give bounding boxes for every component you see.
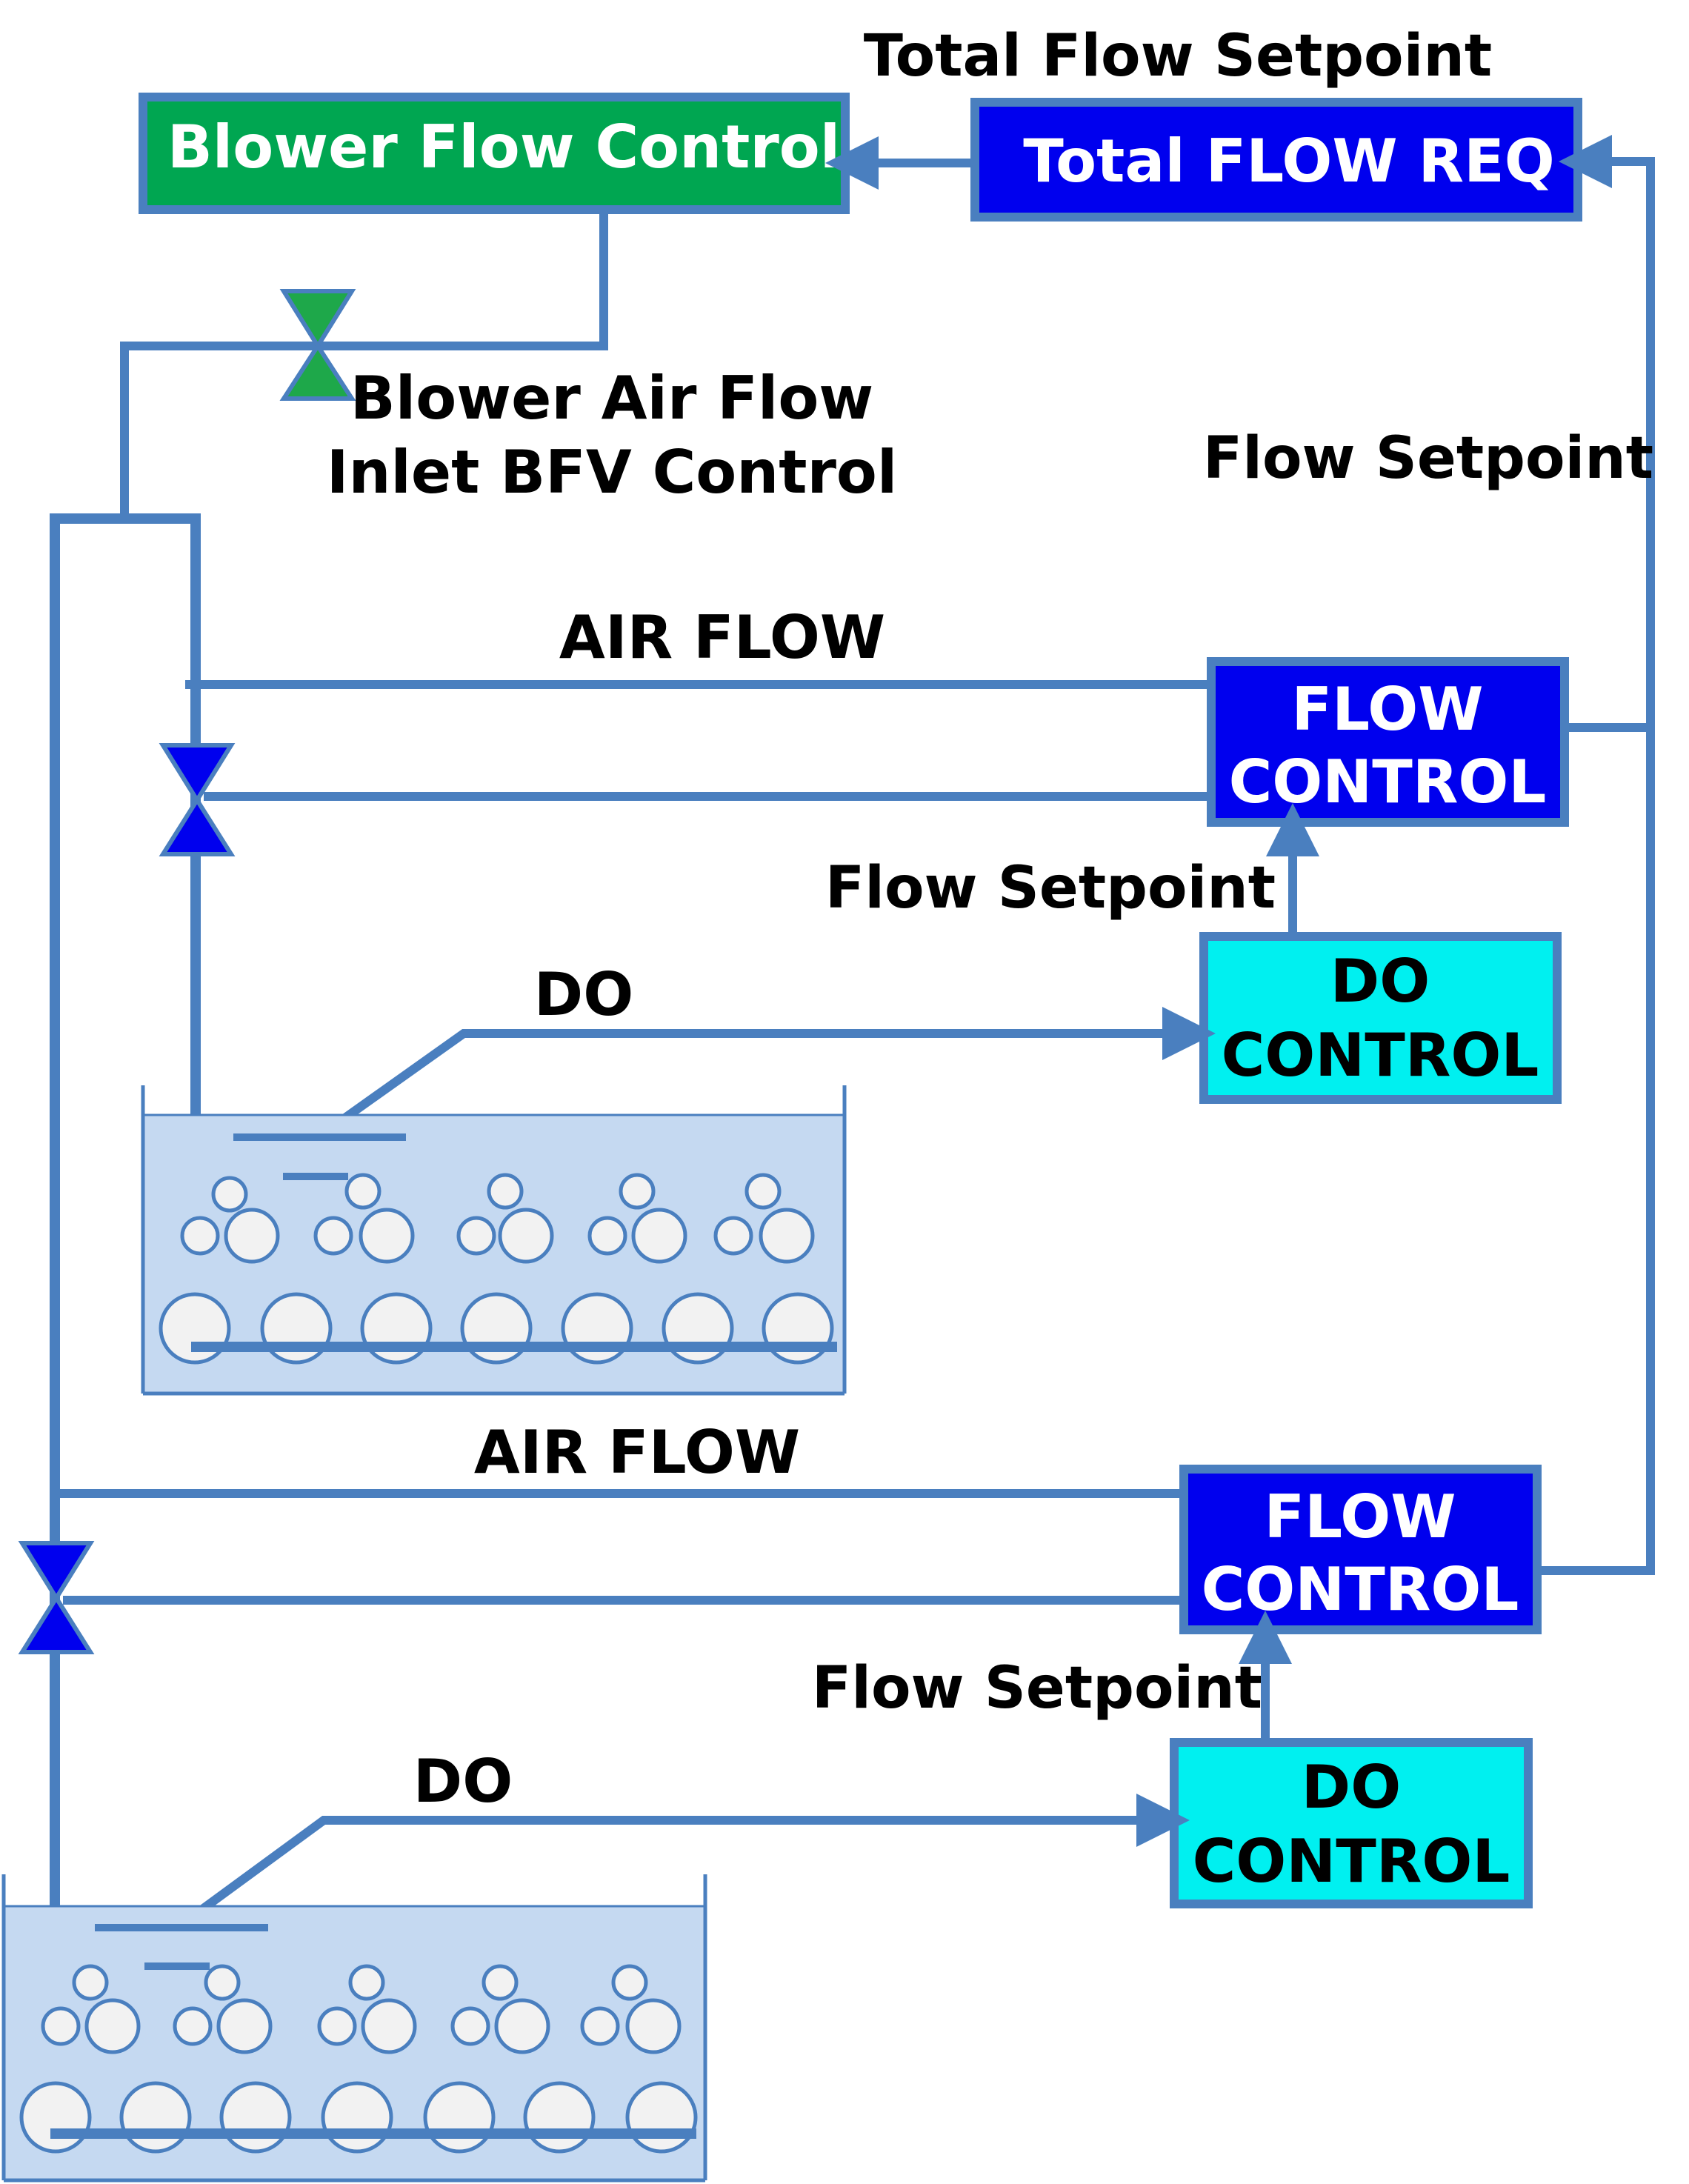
total-flow-req-box: Total FLOW REQ <box>970 98 1582 222</box>
air-bubble <box>313 1216 353 1256</box>
air-bubble <box>487 1173 524 1210</box>
air-bubble <box>180 1216 220 1256</box>
air-bubble <box>224 1208 280 1264</box>
air-bubble <box>72 1964 109 2001</box>
air-bubble <box>580 2006 620 2046</box>
zone1-do-control-line1: DO <box>1330 947 1430 1016</box>
inlet-bfv-control-label: Inlet BFV Control <box>327 438 898 507</box>
air-bubble <box>361 1998 417 2054</box>
zone1-flow-setpoint-label: Flow Setpoint <box>825 855 1276 922</box>
air-bubble <box>260 1292 333 1365</box>
blower-air-flow-label: Blower Air Flow <box>350 364 873 433</box>
blower-flow-control-box: Blower Flow Control <box>139 93 850 214</box>
air-bubble <box>762 1292 834 1365</box>
zone2-do-label: DO <box>413 1747 513 1816</box>
blower-inlet-valve-icon <box>279 289 356 401</box>
air-bubble <box>759 1208 815 1264</box>
air-bubble <box>494 1998 550 2054</box>
air-bubble <box>41 2006 81 2046</box>
air-bubble <box>204 1964 241 2001</box>
air-bubble <box>19 2081 92 2154</box>
air-bubble <box>625 1998 682 2054</box>
zone1-air-valve-icon <box>159 743 236 856</box>
zone1-flow-control-line2: CONTROL <box>1229 748 1547 816</box>
air-bubble <box>482 1964 519 2001</box>
air-bubble <box>619 1173 656 1210</box>
air-bubble <box>456 1216 496 1256</box>
air-bubble <box>611 1964 648 2001</box>
air-bubble <box>450 2006 490 2046</box>
air-bubble <box>423 2081 496 2154</box>
total-flow-req-label: Total FLOW REQ <box>1023 127 1555 196</box>
air-bubble <box>84 1998 141 2054</box>
zone1-do-label: DO <box>534 960 633 1029</box>
air-bubble <box>662 1292 734 1365</box>
total-flow-setpoint-label: Total Flow Setpoint <box>864 23 1492 90</box>
air-bubble <box>587 1216 627 1256</box>
air-bubble <box>561 1292 633 1365</box>
air-bubble <box>159 1292 231 1365</box>
zone2-do-control-line2: CONTROL <box>1193 1827 1510 1896</box>
air-bubble <box>317 2006 357 2046</box>
zone1-flow-control-box: FLOW CONTROL <box>1207 657 1569 827</box>
zone2-flow-control-line1: FLOW <box>1264 1482 1456 1551</box>
air-bubble <box>631 1208 687 1264</box>
air-bubble <box>360 1292 433 1365</box>
zone2-do-control-box: DO CONTROL <box>1170 1738 1533 1908</box>
zone2-flow-control-box: FLOW CONTROL <box>1179 1465 1542 1634</box>
zone2-air-valve-icon <box>18 1541 95 1654</box>
zone2-flow-setpoint-label: Flow Setpoint <box>812 1655 1262 1722</box>
air-bubble <box>173 2006 213 2046</box>
zone1-flow-control-line1: FLOW <box>1291 675 1483 744</box>
air-bubble <box>460 1292 533 1365</box>
flow-setpoint-main-label: Flow Setpoint <box>1203 425 1653 492</box>
air-bubble <box>219 2081 292 2154</box>
zone2-air-flow-label: AIR FLOW <box>474 1418 800 1487</box>
air-bubble <box>359 1208 415 1264</box>
air-header-pipe <box>50 513 201 2134</box>
air-bubble <box>321 2081 393 2154</box>
air-bubble <box>119 2081 192 2154</box>
zone1-do-control-box: DO CONTROL <box>1199 932 1562 1104</box>
air-bubble <box>523 2081 596 2154</box>
zone1-do-signal <box>310 1007 1216 1145</box>
zone2-do-signal <box>171 1794 1190 1934</box>
zone1-air-flow-label: AIR FLOW <box>559 603 885 672</box>
zone2-flow-control-line2: CONTROL <box>1202 1555 1519 1624</box>
zone2-do-control-line1: DO <box>1302 1753 1401 1822</box>
air-bubble <box>216 1998 273 2054</box>
air-bubble <box>498 1208 554 1264</box>
air-bubble <box>344 1173 382 1210</box>
air-bubble <box>744 1173 782 1210</box>
air-bubble <box>713 1216 753 1256</box>
air-bubble <box>211 1176 248 1213</box>
blower-flow-control-label: Blower Flow Control <box>167 113 840 182</box>
blower-control-line <box>120 210 608 519</box>
zone1-do-control-line2: CONTROL <box>1222 1021 1539 1090</box>
air-bubble <box>348 1964 385 2001</box>
air-bubble <box>625 2081 698 2154</box>
